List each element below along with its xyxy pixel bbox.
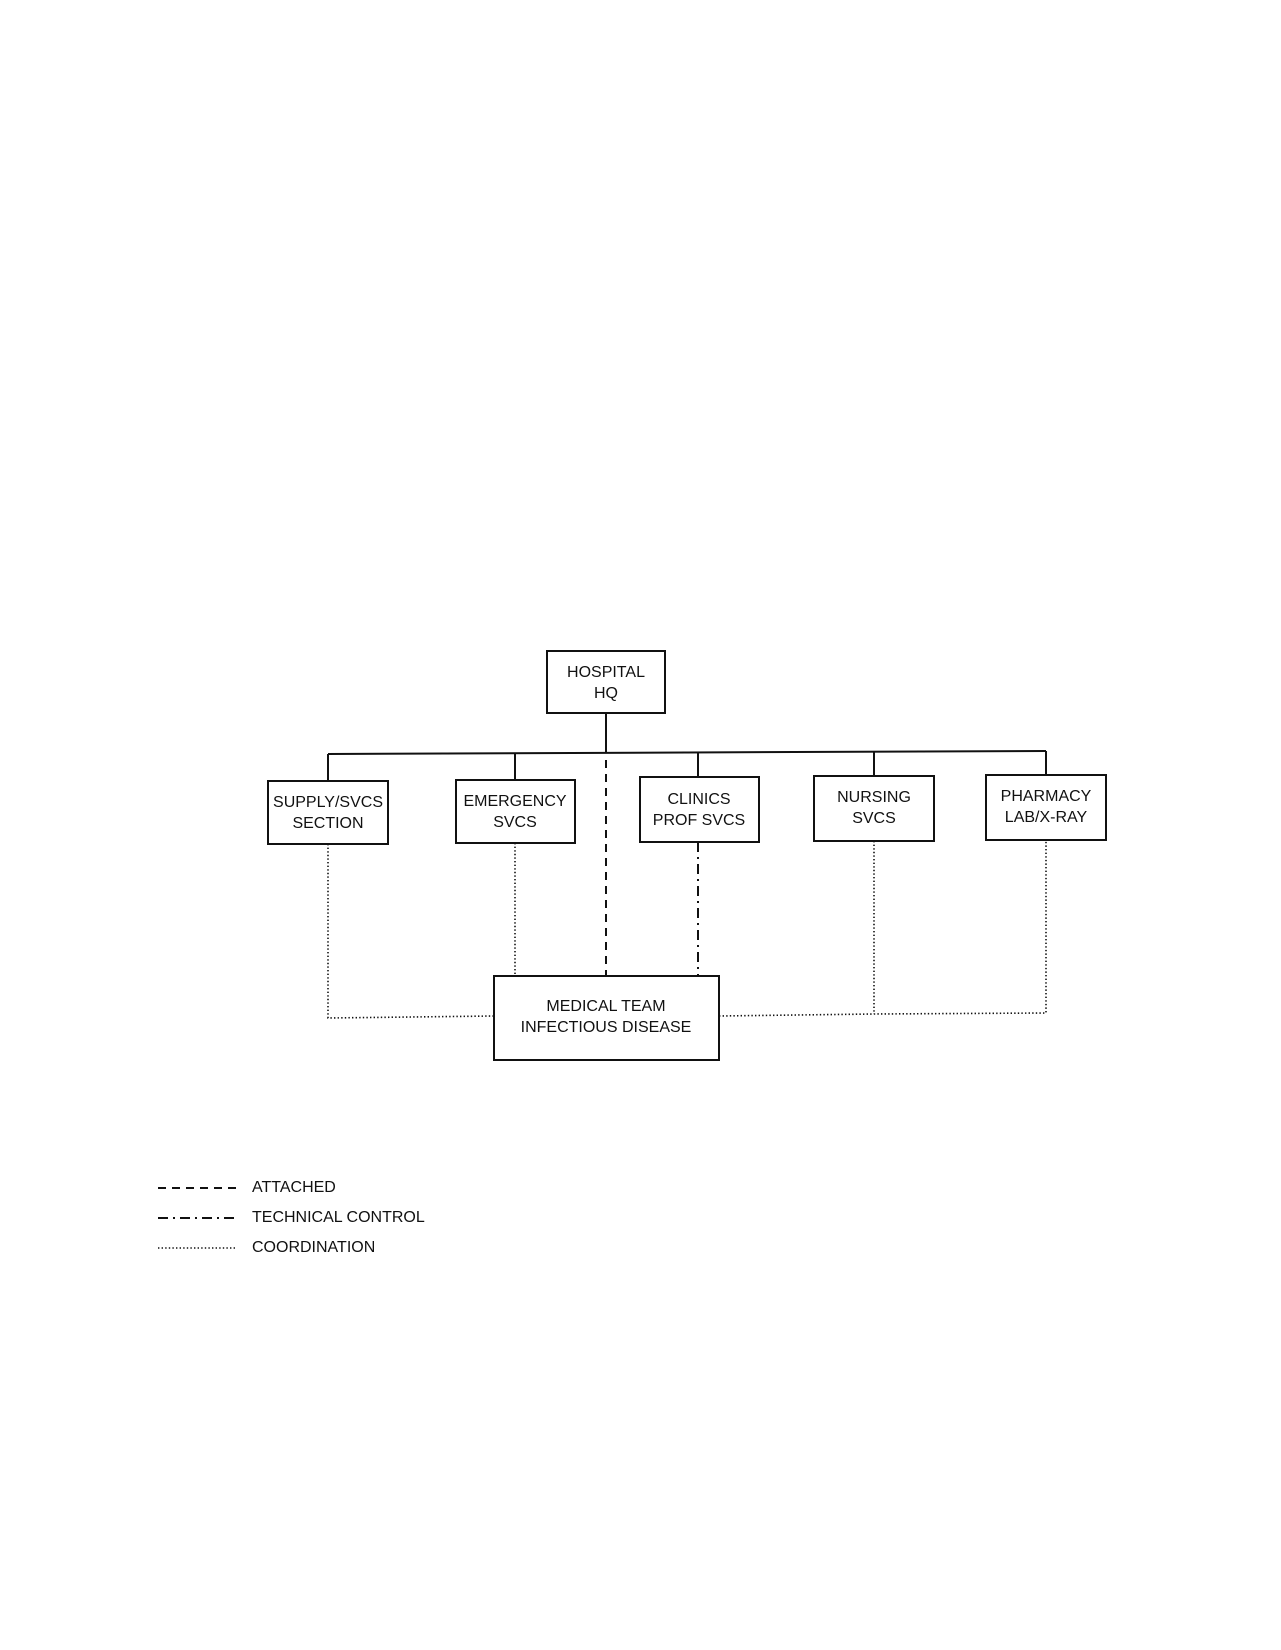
hq-label-line2: HQ xyxy=(594,685,618,702)
section-box-pharmacy: PHARMACY LAB/X-RAY xyxy=(985,774,1107,841)
medical-team-box: MEDICAL TEAM INFECTIOUS DISEASE xyxy=(493,975,720,1061)
section-label-line1: NURSING xyxy=(837,789,911,806)
section-label-line2: PROF SVCS xyxy=(653,812,745,829)
medical-team-label-line1: MEDICAL TEAM xyxy=(546,998,665,1015)
hq-box: HOSPITAL HQ xyxy=(546,650,666,714)
hq-label-line1: HOSPITAL xyxy=(567,664,645,681)
section-box-supply: SUPPLY/SVCS SECTION xyxy=(267,780,389,845)
section-label-line2: LAB/X-RAY xyxy=(1005,809,1088,826)
connectors xyxy=(327,713,1047,1019)
legend-attached-label: ATTACHED xyxy=(252,1179,336,1196)
section-box-emergency: EMERGENCY SVCS xyxy=(455,779,576,844)
section-label-line1: CLINICS xyxy=(667,791,730,808)
section-label-line2: SECTION xyxy=(292,815,363,832)
section-label-line1: PHARMACY xyxy=(1001,788,1092,805)
section-label-line1: SUPPLY/SVCS xyxy=(273,794,383,811)
medical-team-label-line2: INFECTIOUS DISEASE xyxy=(521,1019,692,1036)
coordination-line-pharmacy xyxy=(718,840,1047,1017)
section-label-line2: SVCS xyxy=(493,814,537,831)
legend-technical-control-label: TECHNICAL CONTROL xyxy=(252,1209,425,1226)
legend-coordination-label: COORDINATION xyxy=(252,1239,375,1256)
hq-bus-line xyxy=(327,750,1047,755)
section-label-line1: EMERGENCY xyxy=(463,793,566,810)
section-label-line2: SVCS xyxy=(852,810,896,827)
coordination-line-supply xyxy=(327,844,495,1019)
section-box-nursing: NURSING SVCS xyxy=(813,775,935,842)
section-box-clinics: CLINICS PROF SVCS xyxy=(639,776,760,843)
legend: ATTACHED TECHNICAL CONTROL COORDINATION xyxy=(158,1179,425,1256)
